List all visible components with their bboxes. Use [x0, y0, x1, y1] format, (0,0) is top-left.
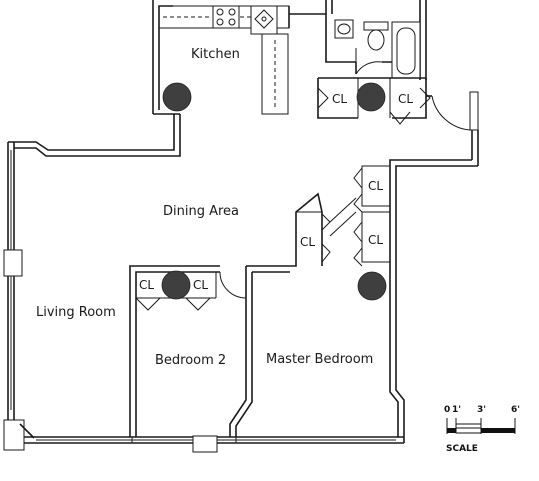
entry-door-leaf — [469, 91, 479, 131]
closet-label: CL — [368, 233, 383, 247]
window-pier-left — [3, 249, 23, 277]
master-walls — [219, 192, 357, 437]
closet-label: CL — [398, 92, 413, 106]
column-kitchen — [162, 82, 192, 112]
closet-label: CL — [332, 92, 347, 106]
exterior-walls — [7, 114, 478, 444]
kitchen-walls — [152, 0, 326, 115]
scale-tick-6: 6' — [511, 405, 520, 415]
scale-tick-0: 0 — [444, 405, 450, 415]
closet-label: CL — [193, 278, 208, 292]
bath-closets — [317, 77, 431, 125]
entry-door — [426, 91, 479, 166]
bathtub-icon — [391, 21, 421, 79]
window-piers — [3, 249, 237, 453]
scale-tick-3: 3' — [477, 405, 486, 415]
stove-icon — [212, 5, 240, 29]
window-pier-bottom — [192, 435, 218, 453]
kitchen-peninsula — [261, 33, 289, 115]
room-label-living: Living Room — [36, 305, 116, 320]
toilet-bowl-icon — [367, 29, 385, 51]
closet-label: CL — [300, 235, 315, 249]
column-bedroom2 — [161, 270, 191, 300]
room-label-master: Master Bedroom — [266, 352, 373, 367]
vanity-icon — [334, 19, 354, 39]
column-hall — [357, 271, 387, 301]
bathroom — [325, 0, 427, 80]
scale-bar: 0 1' 3' 6' SCALE — [444, 405, 520, 454]
scale-title: SCALE — [446, 444, 478, 454]
window-pier-corner — [3, 419, 25, 451]
scale-tick-1: 1' — [452, 405, 461, 415]
hall-closets — [353, 165, 391, 267]
closet-label: CL — [139, 278, 154, 292]
room-label-bedroom2: Bedroom 2 — [155, 353, 226, 368]
toilet-tank-icon — [363, 21, 389, 31]
room-label-kitchen: Kitchen — [191, 47, 240, 62]
closet-label: CL — [368, 179, 383, 193]
column-bath — [356, 82, 386, 112]
room-label-dining: Dining Area — [163, 204, 239, 219]
